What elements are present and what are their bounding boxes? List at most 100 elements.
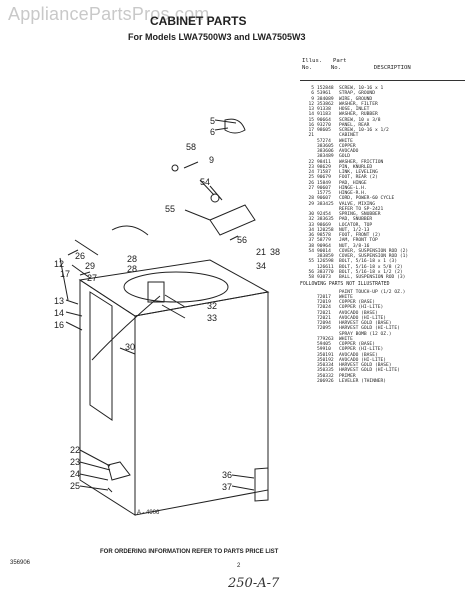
not-illustrated-row: 72095 HARVEST GOLD (HI-LITE) [300, 326, 470, 331]
part-description: AVOCADO (HI-LITE) [339, 315, 387, 321]
part-description: WASHER, FRICTION [339, 159, 384, 165]
illus-number: 28 [308, 196, 314, 202]
page-number: 2 [237, 563, 241, 569]
part-description: VALVE, MIXING [339, 201, 375, 207]
col-illus: Illus. [302, 58, 323, 64]
illus-number: 36 [308, 233, 314, 238]
part-number: 72094 [317, 321, 331, 326]
ground-strap [224, 118, 246, 134]
part-description: SCREW, 10 x 3/8 [339, 117, 381, 123]
part-description: SCREW, 10-16 x 1/2 [339, 128, 389, 133]
part-description: HOSE, INLET [339, 107, 370, 112]
part-number: 152848 [317, 86, 334, 91]
part-number: 15849 [317, 180, 331, 186]
part-description: GOLD [339, 154, 351, 160]
part-description: PAINT TOUCH-UP (1/2 OZ.) [339, 289, 406, 295]
callout-13: 13 [54, 296, 65, 306]
part-number: 350332 [317, 373, 334, 379]
illus-number: 32 [308, 217, 314, 223]
part-description: LEVELER (THINNER) [339, 378, 387, 384]
part-description: BOLT, 5/16-18 x 1 (3) [339, 259, 398, 265]
illus-number: 54 [308, 248, 314, 254]
part-number: 93270 [317, 122, 331, 128]
part-number: 71587 [317, 170, 331, 175]
callout-36: 36 [222, 470, 233, 480]
callout-27: 27 [87, 273, 98, 283]
part-description: LOCATOR, TOP [339, 222, 373, 228]
part-description: REFER TO SP-2421 [339, 206, 384, 212]
part-description: HARVEST GOLD (HI-LITE) [339, 326, 400, 332]
part-number: 91338 [317, 107, 331, 112]
illus-number: 38 [308, 243, 314, 249]
part-description: FOOT, FRONT (2) [339, 233, 381, 238]
illus-number: 30 [308, 212, 314, 217]
callout-21: 21 [256, 247, 267, 257]
part-description: PIN, KNURLED [339, 164, 373, 170]
illus-number: 26 [308, 180, 314, 186]
not-illustrated-row: 350332 PRIMER [300, 374, 470, 379]
part-description: CABINET [339, 133, 359, 139]
part-number: 98629 [317, 164, 331, 170]
part-description: SPRAY BOMB (12 OZ.) [339, 331, 392, 337]
part-description: AVOCADO (BASE) [339, 352, 378, 358]
parts-row: 21 CABINET [300, 133, 470, 138]
part-description: HINGE-L.H. [339, 185, 367, 191]
part-number: 383489 [317, 154, 334, 160]
illus-number: 17 [308, 128, 314, 133]
part-description: PAD, HINGE [339, 180, 367, 186]
part-description: BALL, SUSPENSION ROD (3) [339, 275, 406, 280]
callout-24: 24 [70, 469, 81, 479]
illus-number: 21 [308, 133, 314, 139]
front-foot [254, 467, 269, 502]
cabinet-front [134, 291, 269, 516]
part-description: AVOCADO (HI-LITE) [339, 357, 387, 363]
part-number: 98411 [317, 159, 331, 165]
part-description: NUT, 1/2-13 [339, 227, 370, 233]
page-code: 356906 [10, 560, 31, 566]
col-no2: No. [330, 65, 341, 71]
handwritten-note: 250-A-7 [228, 576, 280, 591]
part-number: 53961 [317, 91, 331, 97]
part-description: HINGE-R.H. [339, 191, 367, 196]
part-description: NUT, 3/8-16 [339, 243, 370, 249]
illus-number: 12 [308, 101, 314, 107]
illus-number: 27 [308, 185, 314, 191]
part-number: 72095 [317, 326, 331, 332]
part-number: 92454 [317, 212, 331, 217]
part-description: JAM, FRONT TOP [339, 238, 378, 244]
part-description: WASHER, RUBBER [339, 112, 378, 118]
part-description: WIRE, GROUND [339, 96, 373, 102]
figure-number: A - 4906 [137, 510, 160, 516]
part-description: SPRING, SNUBBER [339, 212, 381, 217]
callout-16: 16 [54, 320, 65, 330]
part-description: COPPER (BASE) [339, 300, 375, 305]
part-description: COPPER [339, 143, 356, 149]
illus-number: 14 [308, 112, 314, 118]
callout-38: 38 [270, 247, 281, 257]
part-number: 350335 [317, 368, 334, 374]
illus-number: 37 [308, 238, 314, 244]
part-description: PRIMER [339, 373, 356, 379]
parts-row: REFER TO SP-2421 [300, 207, 470, 212]
